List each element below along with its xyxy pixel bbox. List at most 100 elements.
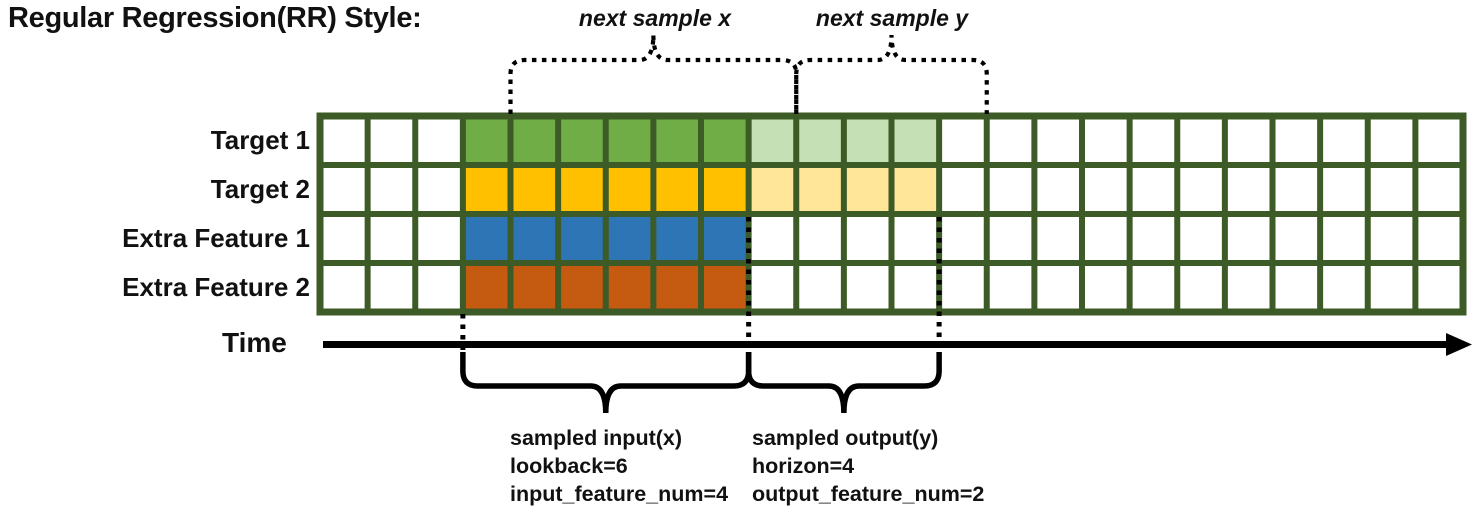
next-sample-x-label: next sample x xyxy=(578,5,732,31)
sampled-output-brace xyxy=(745,352,942,414)
next-sample-x-brace xyxy=(508,34,799,114)
grid-cell xyxy=(1415,263,1463,312)
grid-cell xyxy=(1224,116,1273,165)
grid-cell xyxy=(939,263,987,312)
grid-cell xyxy=(1367,263,1416,312)
sampled-output-title: sampled output(y) xyxy=(752,426,939,450)
grid-cell xyxy=(320,263,368,312)
grid-cell xyxy=(605,214,654,263)
grid-cell xyxy=(748,116,797,165)
grid-cell xyxy=(510,214,559,263)
grid-cell xyxy=(1177,263,1225,312)
grid-cell xyxy=(605,263,654,312)
grid-cell xyxy=(1129,116,1178,165)
grid-cell xyxy=(748,263,797,312)
next-sample-y-brace xyxy=(794,34,989,114)
grid-cell xyxy=(653,263,701,312)
grid-cell xyxy=(367,214,416,263)
grid-cell xyxy=(891,165,940,214)
grid-cell xyxy=(1320,263,1368,312)
grid-cell xyxy=(558,263,606,312)
grid-cell xyxy=(1034,116,1082,165)
grid-cell xyxy=(986,263,1035,312)
grid-cell xyxy=(558,165,606,214)
grid-cell xyxy=(462,214,511,263)
grid-cell xyxy=(843,214,892,263)
row-label-extra-feature-1: Extra Feature 1 xyxy=(122,223,310,253)
grid-cell xyxy=(1367,165,1416,214)
grid-cell xyxy=(891,116,940,165)
grid-cell xyxy=(939,214,987,263)
grid-cell xyxy=(510,116,559,165)
grid-cell xyxy=(510,165,559,214)
next-sample-braces xyxy=(508,34,989,114)
grid-cell xyxy=(415,214,463,263)
row-label-target-2: Target 2 xyxy=(210,174,310,204)
grid-cell xyxy=(891,214,940,263)
row-label-target-1: Target 1 xyxy=(210,125,310,155)
horizon-value: horizon=4 xyxy=(752,454,855,478)
grid-cell xyxy=(1177,214,1225,263)
grid-cell xyxy=(558,116,606,165)
grid-cell xyxy=(1320,165,1368,214)
grid-cell xyxy=(843,116,892,165)
grid-cell xyxy=(701,263,749,312)
grid-cell xyxy=(986,165,1035,214)
sampled-input-note: sampled input(x) lookback=6 input_featur… xyxy=(510,424,728,508)
lookback-value: lookback=6 xyxy=(510,454,628,478)
sample-braces xyxy=(460,352,942,414)
grid-cell xyxy=(415,165,463,214)
grid-cell xyxy=(1320,214,1368,263)
grid-cell xyxy=(1320,116,1368,165)
sampled-input-title: sampled input(x) xyxy=(510,426,683,450)
dotted-separators xyxy=(460,217,942,357)
grid-cell xyxy=(367,116,416,165)
grid-cell xyxy=(843,263,892,312)
grid-cell xyxy=(1034,214,1082,263)
grid-cell xyxy=(796,214,844,263)
grid-cell xyxy=(653,214,701,263)
grid-cell xyxy=(653,165,701,214)
time-axis-label: Time xyxy=(222,327,287,358)
grid-cell xyxy=(1082,263,1130,312)
grid-cell xyxy=(939,165,987,214)
grid-cell xyxy=(462,263,511,312)
time-axis xyxy=(323,333,1472,356)
grid-cell xyxy=(701,214,749,263)
grid-cell xyxy=(653,116,701,165)
next-sample-y-label: next sample y xyxy=(815,5,969,31)
grid-cell xyxy=(701,165,749,214)
grid-cell xyxy=(605,165,654,214)
grid-cell xyxy=(986,214,1035,263)
grid-cell xyxy=(1415,165,1463,214)
grid-cell xyxy=(1082,165,1130,214)
grid-cell xyxy=(1129,214,1178,263)
grid-cell xyxy=(462,116,511,165)
grid-cell xyxy=(939,116,987,165)
grid-cell xyxy=(605,116,654,165)
grid-cell xyxy=(796,116,844,165)
grid-cell xyxy=(320,214,368,263)
grid-cell xyxy=(367,165,416,214)
grid-cell xyxy=(1272,214,1321,263)
grid-cell xyxy=(1082,214,1130,263)
grid-cell xyxy=(415,263,463,312)
sampled-input-brace xyxy=(460,352,752,414)
grid-cell xyxy=(748,165,797,214)
grid-cell xyxy=(1034,165,1082,214)
grid-cell xyxy=(796,263,844,312)
grid-cell xyxy=(1224,214,1273,263)
grid-cell xyxy=(796,165,844,214)
grid-cell xyxy=(1224,165,1273,214)
grid-cell xyxy=(1177,165,1225,214)
time-axis-arrowhead xyxy=(1446,333,1472,356)
row-label-extra-feature-2: Extra Feature 2 xyxy=(122,272,310,302)
grid-cell xyxy=(1367,116,1416,165)
grid-cells xyxy=(320,116,1463,312)
grid-cell xyxy=(701,116,749,165)
grid-outer-border xyxy=(316,112,1467,316)
output-feature-num: output_feature_num=2 xyxy=(752,482,985,506)
grid-cell xyxy=(1177,116,1225,165)
